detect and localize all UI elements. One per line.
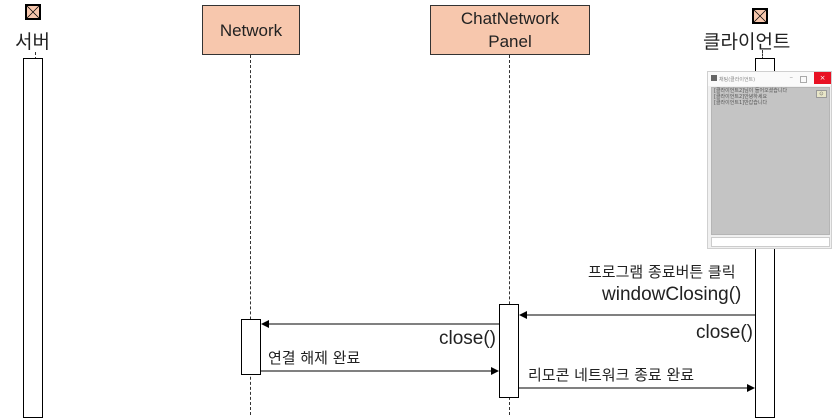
msg-label-click-exit: 프로그램 종료버튼 클릭 [588, 263, 736, 281]
server-lifeline [35, 52, 36, 60]
chatpanel-lifeline [509, 55, 510, 415]
close-icon[interactable]: × [814, 72, 831, 84]
chatpanel-object-box: ChatNetwork Panel [430, 5, 590, 55]
msg-label-close-panel: close() [439, 328, 497, 349]
network-object-label: Network [219, 20, 283, 40]
chat-input[interactable] [711, 237, 830, 247]
client-lifeline [762, 50, 763, 60]
msg-label-close-client: close() [696, 322, 754, 343]
client-chat-window: 채팅(클라이언트) – × [클라이언트2]님이 들어오셨습니다 [클라이언트2… [707, 71, 832, 249]
chat-message: [클라이언트1]반갑습니다 [714, 100, 768, 106]
emoji-button[interactable]: ☺ [816, 90, 827, 98]
app-icon [711, 75, 717, 81]
chat-message-area: [클라이언트2]님이 들어오셨습니다 [클라이언트2]안녕하세요 [클라이언트1… [711, 87, 830, 235]
client-window-title: 채팅(클라이언트) [719, 77, 756, 83]
msg-label-network-exit-done: 리모콘 네트워크 종료 완료 [528, 366, 695, 384]
chatpanel-label-line1: ChatNetwork [460, 9, 560, 28]
msg-label-disconnect-done: 연결 해제 완료 [268, 349, 361, 367]
chat-message: [클라이언트2]안녕하세요 [714, 94, 768, 100]
client-window-titlebar: 채팅(클라이언트) – × [708, 72, 831, 86]
network-lifeline [250, 55, 251, 415]
network-activation [241, 319, 261, 375]
network-object-box: Network [202, 5, 300, 55]
chatpanel-activation [499, 304, 519, 398]
server-actor-icon [25, 4, 41, 20]
maximize-icon[interactable] [800, 76, 807, 83]
client-actor-icon [752, 8, 768, 24]
msg-label-windowclosing: windowClosing() [602, 284, 742, 305]
client-actor-label: 클라이언트 [703, 31, 791, 53]
chatpanel-label-line2: Panel [488, 32, 532, 51]
server-actor-label: 서버 [15, 31, 50, 53]
chat-message: [클라이언트2]님이 들어오셨습니다 [714, 88, 788, 94]
minimize-icon[interactable]: – [789, 73, 794, 81]
